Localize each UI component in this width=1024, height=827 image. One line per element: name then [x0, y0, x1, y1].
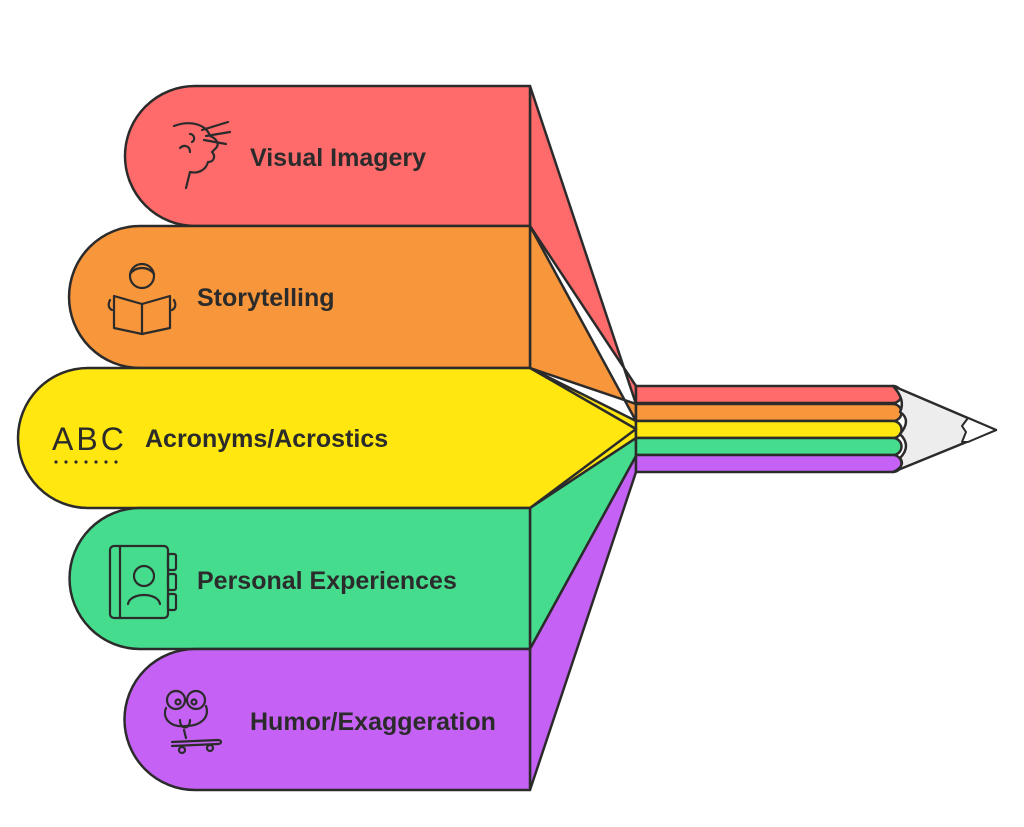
label-storytelling: Storytelling — [197, 284, 335, 312]
banners — [16, 84, 638, 792]
banner-acronyms — [16, 366, 638, 510]
profile-thinking-icon — [172, 120, 232, 190]
banner-visual-imagery — [123, 84, 532, 228]
pencil-tip — [891, 384, 998, 474]
banner-personal-experiences — [68, 506, 532, 651]
label-visual-imagery: Visual Imagery — [250, 144, 426, 172]
pencil-tip-wood — [891, 384, 998, 474]
pencil-stripe-4 — [634, 436, 903, 457]
reading-book-icon — [107, 262, 177, 336]
banner-storytelling — [67, 224, 532, 370]
abc-letters-text: ABC — [52, 421, 127, 457]
label-acronyms: Acronyms/Acrostics — [145, 425, 388, 453]
pencil-stripe-1 — [634, 384, 903, 405]
label-humor: Humor/Exaggeration — [250, 708, 496, 736]
banner-humor — [123, 647, 532, 792]
pencil-tip-lead — [961, 417, 997, 443]
silly-face-skateboard-icon — [163, 689, 223, 755]
label-personal-experiences: Personal Experiences — [197, 567, 457, 595]
labels: Visual Imagery Storytelling Acronyms/Acr… — [145, 144, 496, 736]
pencil-body — [634, 384, 903, 474]
pencil-stripe-3 — [634, 419, 903, 440]
pencil-stripe-5 — [634, 453, 903, 474]
pencil-stripe-2 — [634, 402, 903, 423]
contact-book-icon — [108, 544, 178, 620]
abc-letters-icon: ABC — [52, 421, 127, 464]
